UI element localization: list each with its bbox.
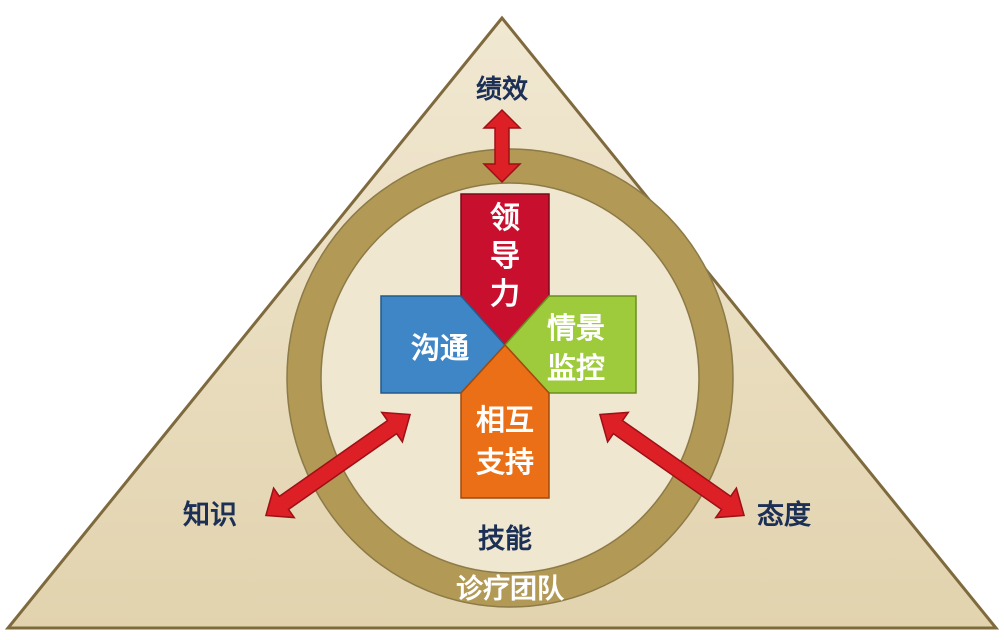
team-ring-outline-inner — [320, 182, 700, 574]
attitude-double-arrow — [598, 411, 746, 519]
situation-monitoring-block — [503, 295, 637, 394]
situation-monitoring-label-2: 监控 — [547, 351, 605, 385]
mutual-support-label-2: 支持 — [476, 445, 534, 479]
team-ring-label: 诊疗团队 — [456, 573, 565, 605]
leadership-label-2: 导 — [490, 239, 520, 274]
skills-label: 技能 — [478, 523, 532, 555]
performance-double-arrow — [482, 108, 522, 184]
communication-label: 沟通 — [411, 331, 469, 365]
mutual-support-block — [460, 343, 550, 499]
knowledge-double-arrow — [264, 411, 412, 519]
attitude-label: 态度 — [757, 499, 811, 531]
team-ring-outline-outer — [286, 148, 734, 608]
situation-monitoring-label-1: 情景 — [547, 311, 605, 345]
mutual-support-label-1: 相互 — [476, 403, 534, 437]
leadership-label-3: 力 — [490, 277, 520, 312]
apex-label: 绩效 — [476, 74, 528, 105]
leadership-label-1: 领 — [490, 201, 520, 236]
knowledge-label: 知识 — [183, 500, 237, 531]
